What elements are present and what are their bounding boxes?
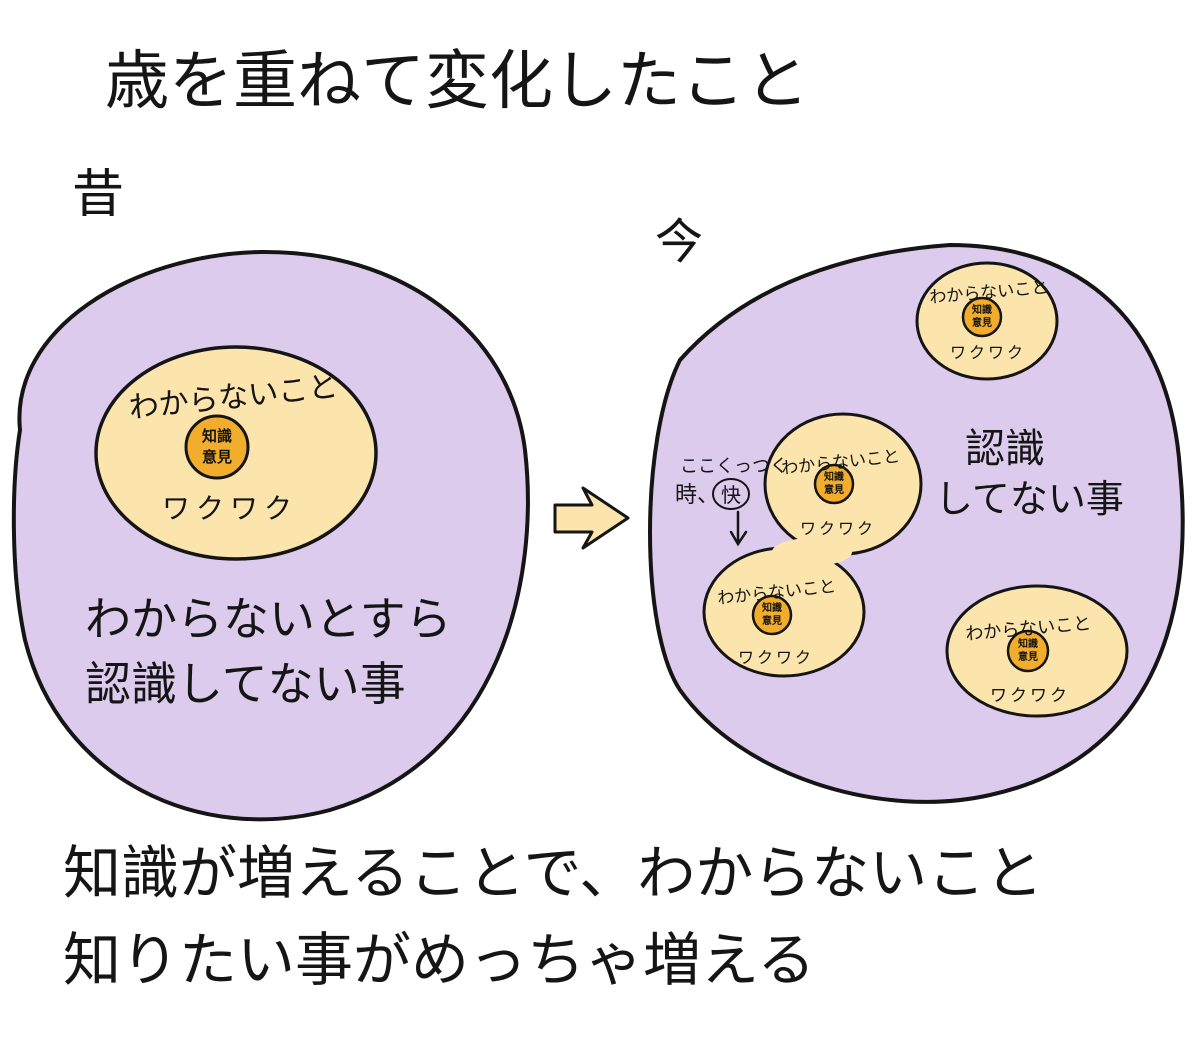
bubble-core-text-2: 意見: [972, 316, 992, 329]
bubble-merged-upper-content: 知識 意見 わからないこと ワクワク: [780, 447, 900, 538]
before-outer-label-2: 認識してない事: [85, 657, 406, 711]
bubble-core-text-2: 意見: [762, 614, 782, 627]
after-label: 今: [655, 214, 703, 270]
bubble-sub: ワクワク: [950, 343, 1026, 362]
before-diagram: 知識 意見 わからないこと ワクワク わからないとすら 認識してない事: [11, 249, 530, 822]
bubble-core-text-1: 知識: [761, 601, 782, 614]
bubble-sub: ワクワク: [990, 686, 1070, 706]
circled-mark: [712, 478, 750, 510]
bubble-sub: ワクワク: [738, 648, 814, 667]
before-label: 昔: [72, 165, 124, 225]
after-outer-label-1: 認識: [965, 426, 1045, 472]
caption-line-2: 知りたい事がめっちゃ増える: [63, 926, 815, 994]
bubble-core: [813, 463, 855, 505]
annotation-line-2: 時、: [675, 483, 719, 508]
after-diagram: 知識 意見 わからないこと ワクワク 知識 意見 わからないこと ワクワク 知識…: [648, 242, 1185, 804]
bubble-core-text-1: 知識: [823, 470, 844, 483]
before-core-text-1: 知識: [202, 427, 232, 445]
annotation-line-1: ここくっつく: [680, 456, 788, 477]
before-core-circle: [184, 414, 250, 480]
before-middle-sub: ワクワク: [162, 492, 298, 525]
bubble-core: [1006, 629, 1050, 673]
bubble-bottom-right: 知識 意見 わからないこと ワクワク: [945, 584, 1129, 718]
bubble-core-text-1: 知識: [971, 303, 992, 316]
bubble-sub: ワクワク: [800, 519, 876, 538]
caption-line-1: 知識が増えることで、わからないこと: [63, 839, 1043, 907]
annotation-circled: 快: [721, 483, 741, 507]
before-outer-label-1: わからないとすら: [85, 592, 452, 646]
bubble-top-right: 知識 意見 わからないこと ワクワク: [915, 261, 1059, 381]
bubble-core-text-2: 意見: [824, 483, 844, 496]
bubble-join-patch: [772, 538, 852, 566]
down-arrow-icon: [729, 510, 748, 547]
bubble-core: [961, 296, 1003, 338]
bubble-core-text-2: 意見: [1018, 650, 1038, 663]
transition-arrow: [553, 486, 630, 550]
bubble-core-text-1: 知識: [1017, 637, 1038, 650]
before-core-text-2: 意見: [202, 448, 232, 466]
bubble-core: [751, 594, 793, 636]
after-outer-label-2: してない事: [935, 477, 1124, 521]
page-title: 歳を重ねて変化したこと: [105, 45, 809, 119]
